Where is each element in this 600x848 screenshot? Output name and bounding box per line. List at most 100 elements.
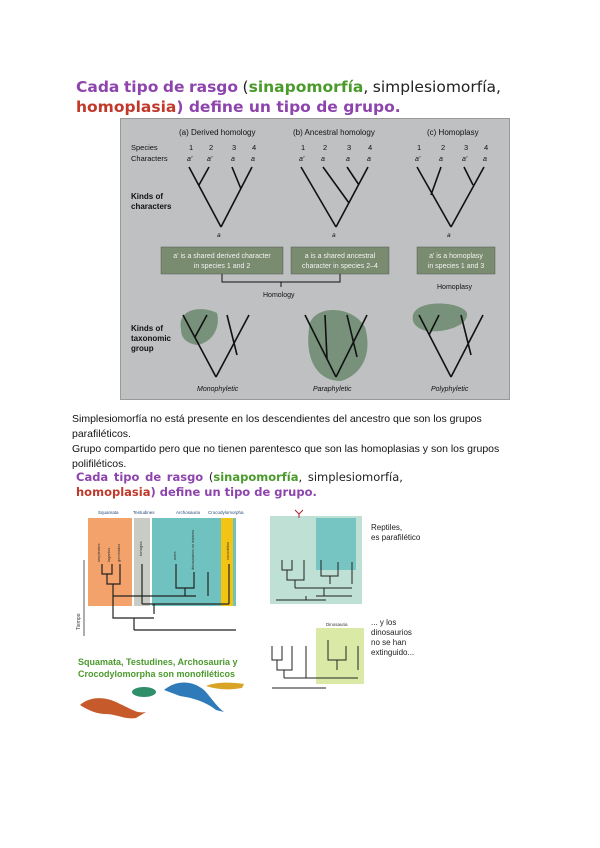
- crocodile-icon: [206, 683, 244, 690]
- dino-text: dinosaurios: [371, 628, 412, 637]
- lizard-icon: [80, 698, 146, 718]
- heading-word: Cada: [76, 77, 119, 97]
- heading-comma: ,: [299, 470, 303, 484]
- col-b-header: (b) Ancestral homology: [293, 128, 375, 137]
- svg-text:a: a: [447, 232, 451, 239]
- heading-1: Cada tipo de rasgo (sinapomorfía, simple…: [76, 77, 506, 117]
- species-num: 4: [252, 143, 256, 152]
- dino-text: no se han: [371, 638, 406, 647]
- mono-text: Crocodylomorpha son monofiléticos: [78, 669, 235, 679]
- dino-text: extinguido...: [371, 648, 414, 657]
- svg-text:a': a': [207, 156, 213, 163]
- taxon-label: cocodrilos: [225, 542, 230, 560]
- species-num: 2: [323, 143, 327, 152]
- svg-text:a: a: [217, 232, 221, 239]
- taxon-label: dinosaurios no aviares: [190, 530, 195, 570]
- homoplasy-label: Homoplasy: [437, 284, 473, 291]
- dinosauria-panel: [316, 628, 364, 684]
- species-num: 2: [209, 143, 213, 152]
- species-num: 4: [368, 143, 372, 152]
- para-label: Paraphyletic: [313, 386, 352, 393]
- species-num: 1: [189, 143, 193, 152]
- group-label: Squamata: [98, 510, 119, 515]
- heading-word: tipo: [124, 77, 158, 97]
- turtle-icon: [132, 687, 156, 697]
- svg-text:a: a: [251, 156, 255, 163]
- heading-comma: ,: [399, 470, 403, 484]
- reptiles-text: es parafilético: [371, 533, 421, 542]
- kinds-group-label: Kinds of: [131, 324, 163, 333]
- species-num: 2: [441, 143, 445, 152]
- group-label: Archosauria: [176, 510, 201, 515]
- heading-homoplasia: homoplasia: [76, 485, 150, 499]
- svg-text:a: a: [483, 156, 487, 163]
- heading-word: de: [145, 470, 161, 485]
- homology-label: Homology: [263, 292, 295, 299]
- heading-simplesiomorfia: simplesiomorfía: [373, 78, 496, 96]
- species-num: 4: [484, 143, 488, 152]
- group-label: Crocodylomorpha: [208, 510, 244, 515]
- taxon-label: tortugas: [138, 542, 143, 556]
- kinds-characters-label: characters: [131, 202, 172, 211]
- svg-text:a': a': [462, 156, 468, 163]
- svg-text:a: a: [367, 156, 371, 163]
- reptile-phylogeny-figure: Squamata Testudines Archosauria Crocodyl…: [76, 500, 446, 730]
- taxon-label: gecónidos: [116, 544, 121, 562]
- svg-text:a: a: [346, 156, 350, 163]
- box-b-text: character in species 2–4: [302, 263, 378, 270]
- box-b-text: a is a shared ancestral: [305, 253, 376, 260]
- reptiles-text: Reptiles,: [371, 523, 402, 532]
- paragraph-line: Grupo compartido pero que no tienen pare…: [72, 442, 542, 457]
- heading-word: de: [163, 77, 185, 97]
- svg-text:a': a': [415, 156, 421, 163]
- mono-label: Monophyletic: [197, 386, 239, 393]
- mono-text: Squamata, Testudines, Archosauria y: [78, 657, 238, 667]
- character-trees: [189, 167, 484, 227]
- heading-word: tipo: [114, 470, 140, 485]
- body-paragraph: Simplesiomorfía no está presente en los …: [72, 412, 542, 472]
- species-num: 3: [464, 143, 468, 152]
- heading-homoplasia: homoplasia: [76, 98, 176, 116]
- species-num: 1: [301, 143, 305, 152]
- heading-word: rasgo: [167, 470, 203, 485]
- heading-sinapomorfia: sinapomorfía: [249, 78, 364, 96]
- characters-label: Characters: [131, 154, 168, 163]
- box-c-text: a' is a homoplasy: [429, 253, 483, 260]
- svg-text:a': a': [187, 156, 193, 163]
- box-a-text: in species 1 and 2: [194, 263, 251, 270]
- svg-text:a: a: [231, 156, 235, 163]
- kinds-group-label: taxonomic: [131, 334, 172, 343]
- group-label: Testudines: [133, 510, 155, 515]
- heading-word: rasgo: [189, 77, 238, 97]
- box-a-text: a' is a shared derived character: [173, 253, 271, 260]
- poly-label: Polyphyletic: [431, 386, 469, 393]
- heading-comma: ,: [496, 78, 501, 96]
- species-num: 3: [232, 143, 236, 152]
- box-c-text: in species 1 and 3: [428, 263, 485, 270]
- paragraph-line: Simplesiomorfía no está presente en los …: [72, 412, 542, 427]
- paragraph-line: parafiléticos.: [72, 427, 542, 442]
- crocodylomorpha-band: [221, 518, 233, 606]
- species-num: 3: [347, 143, 351, 152]
- heading-rest: ) define un tipo de grupo.: [150, 485, 316, 499]
- dino-header: Dinosauria: [326, 622, 348, 627]
- taxon-label: aves: [172, 552, 177, 560]
- heading-simplesiomorfia: simplesiomorfía: [308, 470, 399, 484]
- heading-rest: ) define un tipo de grupo.: [176, 98, 400, 116]
- time-label: Tiempo: [76, 613, 82, 630]
- kinds-group-label: group: [131, 344, 154, 353]
- archosaur-subpanel: [316, 518, 356, 570]
- heading-sinapomorfia: sinapomorfía: [213, 470, 298, 484]
- svg-text:a: a: [439, 156, 443, 163]
- col-c-header: (c) Homoplasy: [427, 128, 479, 137]
- heading-2: Cada tipo de rasgo (sinapomorfía, simple…: [76, 470, 406, 500]
- heading-comma: ,: [363, 78, 368, 96]
- svg-text:a: a: [332, 232, 336, 239]
- svg-text:a: a: [321, 156, 325, 163]
- heading-word: Cada: [76, 470, 108, 485]
- homology-figure: (a) Derived homology (b) Ancestral homol…: [120, 118, 510, 400]
- taxon-label: lagartos: [106, 548, 111, 562]
- col-a-header: (a) Derived homology: [179, 128, 255, 137]
- taxon-label: serpientes: [96, 544, 101, 562]
- species-num: 1: [417, 143, 421, 152]
